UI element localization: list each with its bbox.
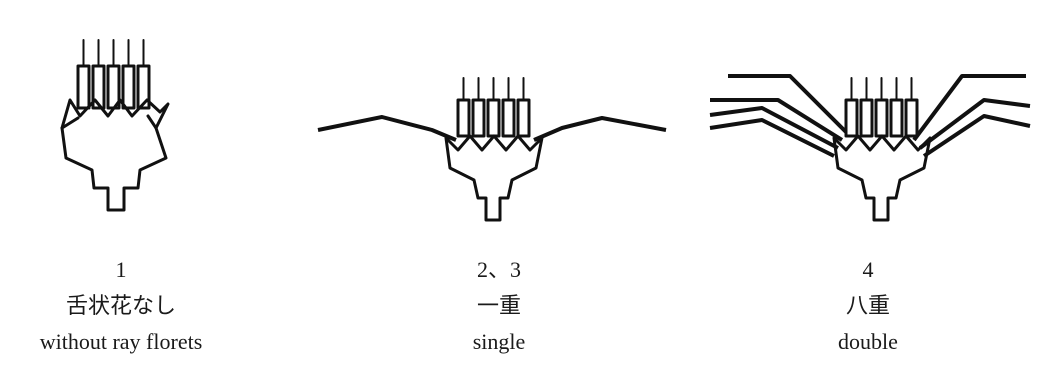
panel-number: 4 — [862, 257, 874, 282]
panel-label-en: without ray florets — [39, 329, 203, 354]
panel-label-en: single — [472, 329, 526, 354]
disc-florets — [844, 77, 919, 138]
flower-head-without-ray-florets-icon — [60, 39, 170, 212]
panel-number: 2、3 — [476, 257, 521, 282]
panel-label-ja: 舌状花なし — [65, 293, 176, 318]
disc-florets — [456, 77, 531, 138]
caption-panel-3: 4 八重 double — [738, 252, 998, 360]
ray-floret-right — [533, 116, 667, 142]
panel-background-1 — [6, 4, 206, 236]
disc-florets — [76, 39, 151, 110]
ray-floret-left — [317, 115, 457, 142]
involucre — [60, 98, 170, 212]
flower-head-single-icon — [317, 77, 667, 222]
ray-floret-top-left — [728, 74, 848, 134]
involucre — [832, 134, 932, 222]
panel-label-ja: 八重 — [845, 293, 890, 318]
ray-florets-right — [912, 74, 1031, 158]
ray-florets-left — [709, 98, 844, 158]
panel-label-ja: 一重 — [476, 293, 521, 318]
panel-label-en: double — [838, 329, 898, 354]
flower-head-double-icon — [709, 74, 1031, 222]
caption-panel-2: 2、3 一重 single — [369, 252, 629, 360]
caption-panel-1: 1 舌状花なし without ray florets — [0, 252, 251, 360]
panel-number: 1 — [115, 257, 127, 282]
involucre — [444, 134, 544, 222]
